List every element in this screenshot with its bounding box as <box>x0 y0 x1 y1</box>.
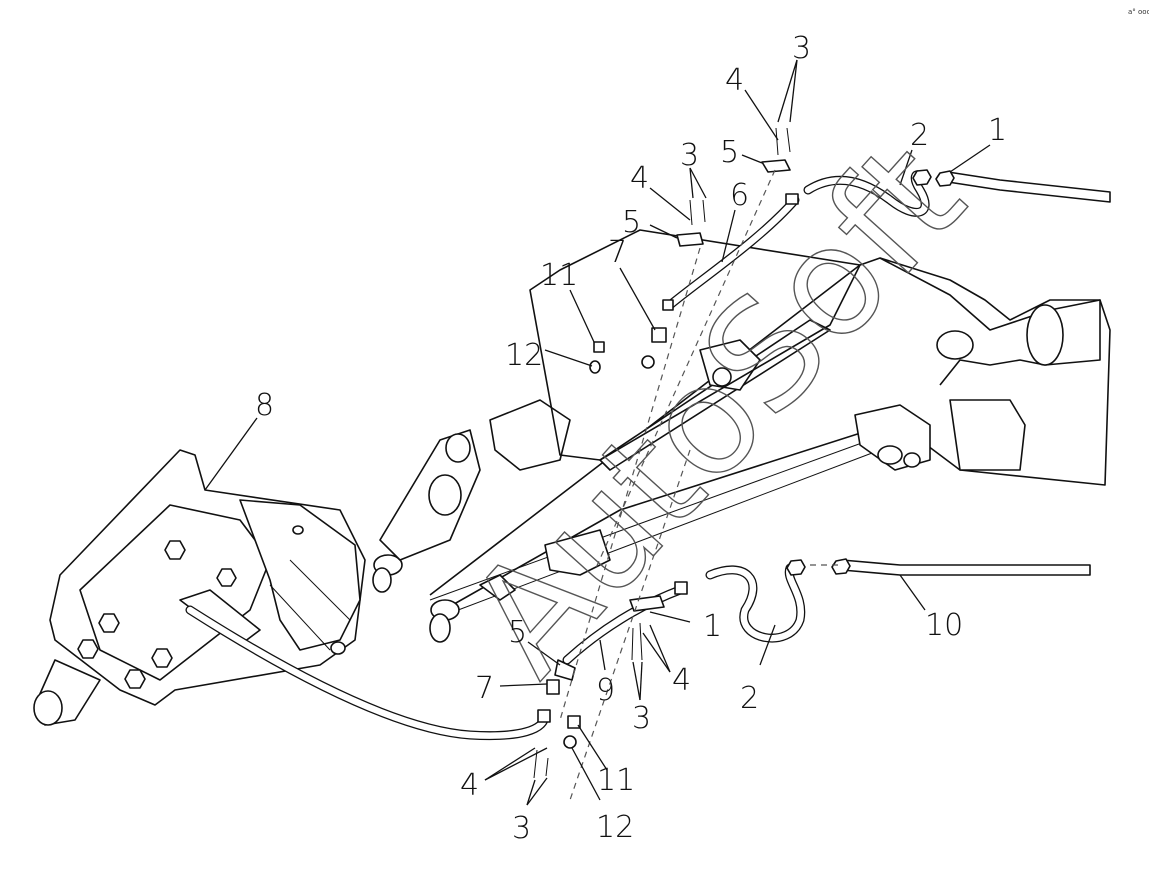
callout-5: 5 <box>720 135 739 170</box>
callout-12: 12 <box>505 338 543 373</box>
hammer-body <box>33 449 366 726</box>
callout-3: 3 <box>792 31 811 66</box>
callout-4-lower: 4 <box>672 663 691 698</box>
callout-4: 4 <box>725 63 744 98</box>
callout-2: 2 <box>910 118 929 153</box>
callout-4-upper: 4 <box>630 161 649 196</box>
callout-11: 11 <box>540 258 578 293</box>
callout-11-lower: 11 <box>597 763 635 798</box>
callout-4-bottom: 4 <box>460 768 479 803</box>
callout-9: 9 <box>596 673 615 708</box>
callout-6: 6 <box>730 178 749 213</box>
upper-hose-assembly <box>589 127 1111 374</box>
callout-8: 8 <box>255 388 274 423</box>
callout-1: 1 <box>988 113 1007 148</box>
leader-lines <box>204 59 991 806</box>
callout-7-lower: 7 <box>475 671 494 706</box>
lower-hose-assembly <box>185 558 1091 779</box>
callout-12-lower: 12 <box>596 810 634 845</box>
corner-mark: a° ooo <box>1128 8 1149 16</box>
callout-2-lower: 2 <box>740 681 759 716</box>
assembly-center-lines <box>559 169 840 801</box>
callout-3-bottom: 3 <box>512 811 531 846</box>
callout-1-lower: 1 <box>703 609 722 644</box>
callout-5-lower: 5 <box>508 615 527 650</box>
callout-3-lower: 3 <box>632 701 651 736</box>
callout-labels: 1 2 3 4 5 3 4 5 6 7 11 12 8 5 7 9 1 4 3 … <box>255 31 1007 846</box>
callout-7: 7 <box>608 235 627 270</box>
callout-3-upper: 3 <box>680 138 699 173</box>
excavator-arm <box>372 229 1111 643</box>
callout-10: 10 <box>925 608 963 643</box>
callout-5-upper: 5 <box>622 205 641 240</box>
hex-bolts <box>77 540 237 689</box>
